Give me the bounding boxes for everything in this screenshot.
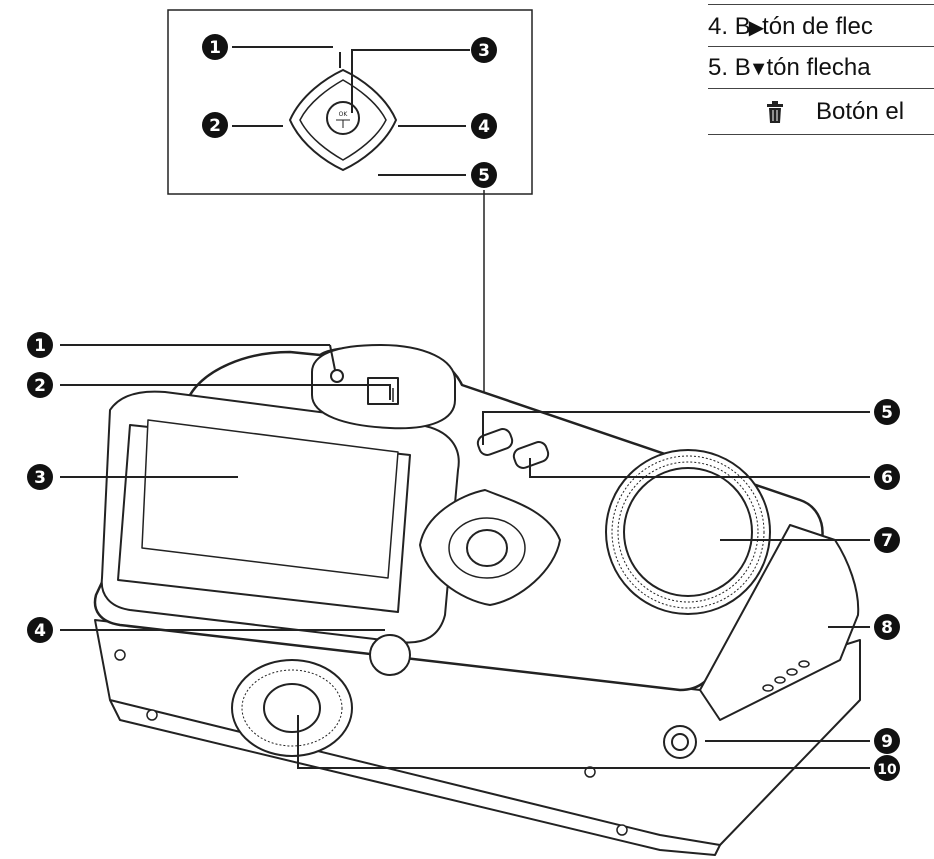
svg-text:1: 1: [209, 38, 221, 58]
legend-number: 5.: [708, 54, 729, 81]
camera-body: [93, 344, 861, 856]
callout-6: 6: [874, 464, 900, 490]
svg-text:9: 9: [881, 732, 893, 752]
svg-text:4: 4: [34, 621, 46, 641]
down-arrow-icon: ▼: [748, 58, 769, 80]
inset-leader-lines: [232, 46, 470, 176]
legend-lead: B: [734, 54, 751, 81]
legend-text: tón flecha: [766, 54, 871, 81]
svg-text:8: 8: [881, 618, 893, 638]
svg-text:6: 6: [881, 468, 893, 488]
svg-text:4: 4: [478, 117, 490, 137]
svg-text:1: 1: [34, 336, 46, 356]
callout-3: 3: [27, 464, 53, 490]
callout-1: 1: [27, 332, 53, 358]
legend-row-delete: Botón el: [708, 98, 934, 126]
callout-2: 2: [27, 372, 53, 398]
inset-callout-2: 2: [202, 112, 228, 138]
legend-rule: [708, 88, 934, 89]
legend-text: Botón el: [816, 98, 905, 125]
svg-text:3: 3: [478, 41, 490, 61]
svg-text:5: 5: [881, 403, 893, 423]
svg-text:3: 3: [34, 468, 46, 488]
svg-text:2: 2: [209, 116, 221, 136]
ok-label: OK: [339, 111, 349, 118]
callout-7: 7: [874, 527, 900, 553]
callout-5: 5: [874, 399, 900, 425]
legend-number: 4.: [708, 13, 729, 40]
svg-text:10: 10: [877, 762, 897, 778]
legend-lead: B: [734, 13, 751, 40]
legend-rule-top: [708, 4, 934, 5]
svg-text:5: 5: [478, 166, 490, 186]
svg-text:2: 2: [34, 376, 46, 396]
navigation-pad-inset: OK: [288, 68, 398, 172]
legend-row-right-arrow: 4. B▶tón de flec: [708, 13, 934, 41]
inset-callout-5: 5: [471, 162, 497, 188]
legend-rule: [708, 46, 934, 47]
inset-callout-3: 3: [471, 37, 497, 63]
legend-text: tón de flec: [762, 13, 873, 40]
svg-text:7: 7: [881, 531, 893, 551]
callout-4: 4: [27, 617, 53, 643]
legend-rule-bottom: [708, 134, 934, 135]
callout-10: 10: [874, 755, 900, 781]
trash-icon: [767, 101, 783, 123]
main-leader-lines: [60, 344, 870, 769]
callout-9: 9: [874, 728, 900, 754]
inset-callout-1: 1: [202, 34, 228, 60]
legend-row-down-arrow: 5. B▼tón flecha: [708, 54, 934, 82]
right-arrow-icon: ▶: [748, 17, 765, 39]
callout-8: 8: [874, 614, 900, 640]
inset-callout-4: 4: [471, 113, 497, 139]
